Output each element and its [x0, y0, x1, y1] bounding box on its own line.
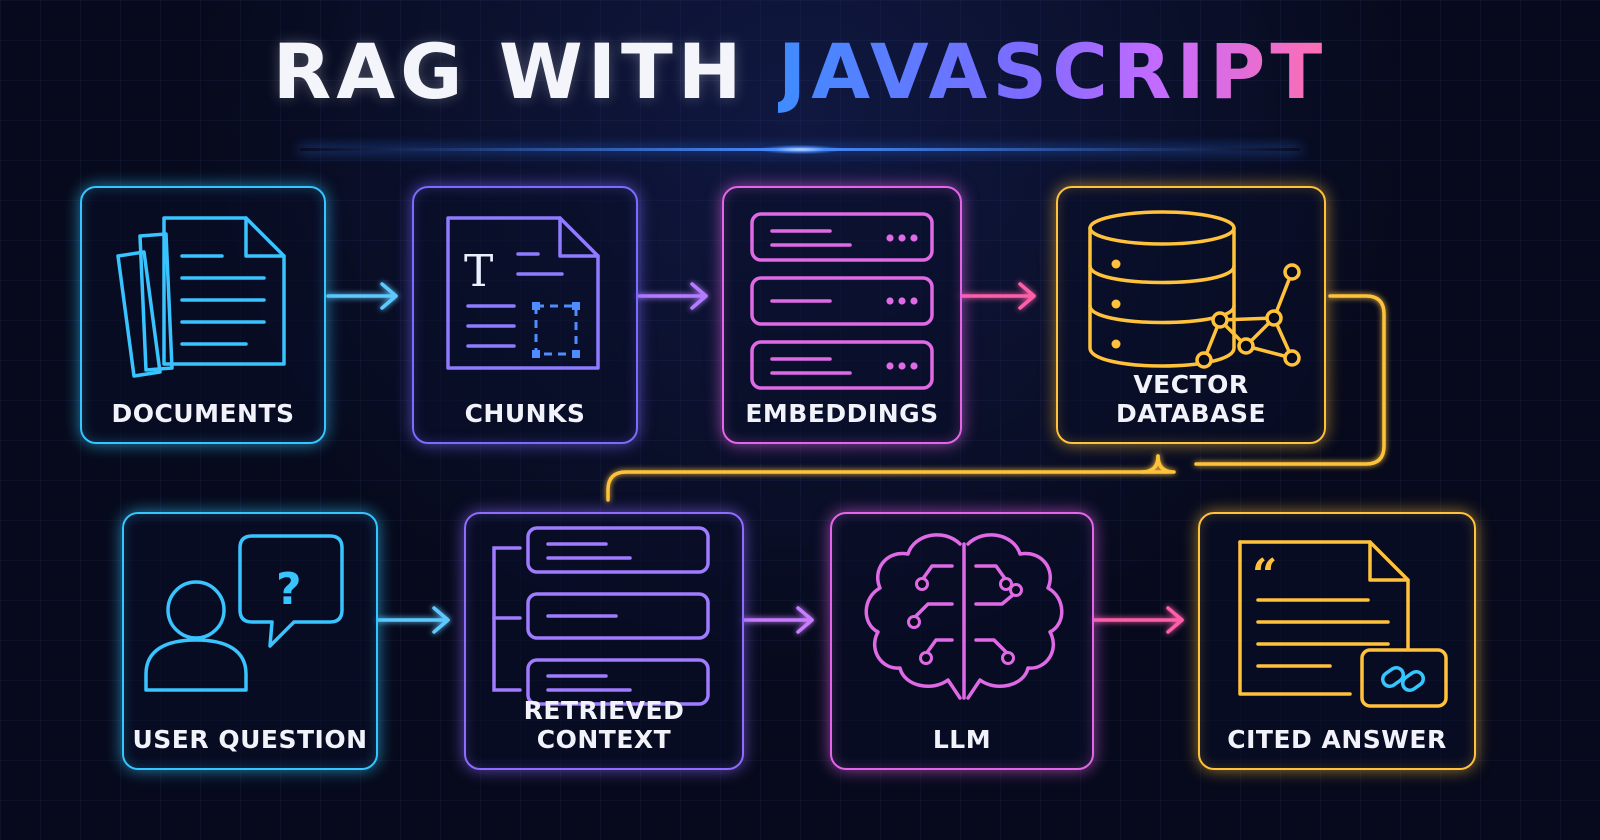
user-question-label: USER QUESTION [132, 725, 368, 754]
node-embeddings: EMBEDDINGS [722, 186, 962, 444]
node-documents: DOCUMENTS [80, 186, 326, 444]
retrieved-context-icon [492, 526, 710, 706]
page-title: RAG WITH JAVASCRIPT [0, 34, 1600, 110]
chunks-letter: T [464, 246, 493, 297]
documents-icon [116, 216, 286, 378]
vector-database-label: VECTOR DATABASE [1115, 370, 1267, 428]
chunks-icon: T [446, 216, 600, 370]
title-main: RAG WITH [272, 27, 747, 116]
brain-icon [864, 533, 1064, 700]
title-accent: JAVASCRIPT [777, 27, 1328, 116]
node-cited-answer: “ CITED ANSWER [1198, 512, 1476, 770]
quote-mark: “ [1252, 550, 1277, 601]
embeddings-icon [750, 212, 934, 390]
arrow-user-question-to-retrieved-context [376, 606, 450, 634]
node-vector-database: VECTOR DATABASE [1056, 186, 1326, 444]
embeddings-label: EMBEDDINGS [745, 399, 939, 428]
arrow-embeddings-to-vector-database [960, 282, 1036, 310]
cited-answer-icon: “ [1238, 540, 1448, 708]
arrow-retrieved-context-to-llm [742, 606, 814, 634]
vector-database-icon [1088, 210, 1301, 369]
connector-vector-database-to-retrieved-context [606, 294, 1386, 502]
arrow-llm-to-cited-answer [1092, 606, 1184, 634]
node-llm: LLM [830, 512, 1094, 770]
question-mark: ? [276, 564, 302, 615]
llm-label: LLM [932, 725, 992, 754]
node-user-question: ? USER QUESTION [122, 512, 378, 770]
user-question-icon: ? [144, 534, 344, 692]
retrieved-context-label: RETRIEVED CONTEXT [523, 696, 685, 754]
arrow-documents-to-chunks [326, 282, 398, 310]
title-underline-glow [760, 145, 840, 154]
documents-label: DOCUMENTS [111, 399, 295, 428]
node-chunks: T CHUNKS [412, 186, 638, 444]
cited-answer-label: CITED ANSWER [1227, 725, 1447, 754]
chunks-label: CHUNKS [464, 399, 586, 428]
node-retrieved-context: RETRIEVED CONTEXT [464, 512, 744, 770]
arrow-chunks-to-embeddings [636, 282, 708, 310]
